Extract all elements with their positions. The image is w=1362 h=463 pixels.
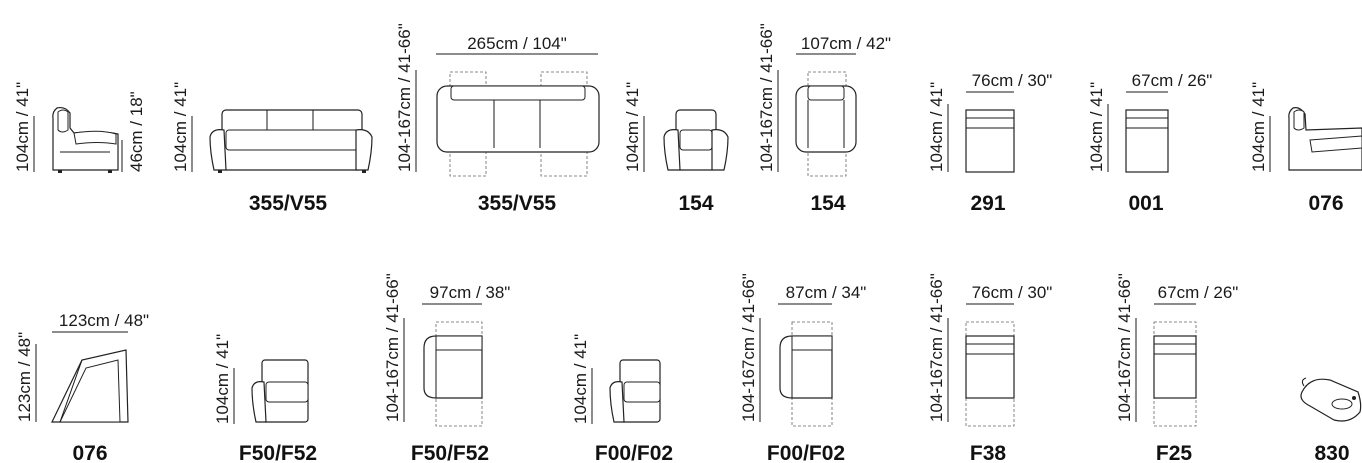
height-label: 104-167cm / 41-66"	[383, 273, 402, 422]
product-code: 154	[678, 192, 713, 215]
sofa-front-view-icon	[251, 359, 309, 423]
item-001-top: 104cm / 41" 67cm / 26" 001	[1087, 71, 1212, 215]
sofa-side-view-icon	[1288, 107, 1362, 171]
width-label: 76cm / 30"	[972, 283, 1053, 302]
width-label: 97cm / 38"	[430, 283, 511, 302]
item-side-view: 104cm / 41" 46cm / 18"	[13, 82, 146, 173]
item-355-v55-top: 104-167cm / 41-66" 265cm / 104" 355/V55	[395, 23, 600, 215]
width-label: 76cm / 30"	[972, 71, 1053, 90]
product-code: F00/F02	[767, 442, 845, 463]
product-code: F38	[970, 442, 1007, 463]
height-label: 104-167cm / 41-66"	[739, 273, 758, 422]
height-label: 104cm / 41"	[927, 82, 946, 172]
height-label: 104cm / 41"	[1087, 82, 1106, 172]
height-label: 104cm / 41"	[213, 334, 232, 424]
sofa-top-view-icon	[795, 71, 857, 177]
sofa-front-view-icon	[209, 109, 373, 173]
item-076-top: 123cm / 48" 123cm / 48" 076	[15, 311, 149, 463]
item-f00-f02-front: 104cm / 41" F00/F02	[571, 334, 673, 463]
sofa-top-view-icon	[423, 321, 483, 427]
width-label: 107cm / 42"	[801, 34, 891, 53]
sofa-top-view-icon	[1125, 109, 1169, 173]
width-label: 67cm / 26"	[1158, 283, 1239, 302]
item-076-side: 104cm / 41" 076	[1249, 82, 1362, 215]
height-label: 104cm / 41"	[13, 82, 32, 172]
sofa-front-view-icon	[663, 109, 729, 171]
width-label: 87cm / 34"	[786, 283, 867, 302]
height-label: 104cm / 41"	[623, 82, 642, 172]
sofa-top-view-icon	[779, 321, 833, 427]
item-154-top: 104-167cm / 41-66" 107cm / 42" 154	[757, 23, 891, 215]
product-code: 291	[970, 192, 1005, 215]
sofa-front-view-icon	[609, 359, 661, 423]
height-label: 104-167cm / 41-66"	[757, 23, 776, 172]
product-code: F00/F02	[595, 442, 673, 463]
item-154-front: 104cm / 41" 154	[623, 82, 729, 215]
product-code: 355/V55	[249, 192, 328, 215]
product-code: F50/F52	[411, 442, 489, 463]
width-label: 67cm / 26"	[1132, 71, 1213, 90]
height-label: 104cm / 41"	[571, 334, 590, 424]
sofa-top-view-icon	[51, 349, 129, 423]
height-label: 123cm / 48"	[15, 332, 34, 422]
sofa-top-view-icon	[436, 71, 600, 177]
item-f50-f52-top: 104-167cm / 41-66" 97cm / 38" F50/F52	[383, 273, 510, 463]
sofa-top-view-icon	[965, 321, 1015, 427]
item-291-top: 104cm / 41" 76cm / 30" 291	[927, 71, 1052, 215]
item-830-remote: 830	[1300, 377, 1362, 463]
sofa-top-view-icon	[965, 109, 1015, 173]
width-label: 265cm / 104"	[467, 34, 567, 53]
remote-control-icon	[1300, 377, 1362, 422]
height-label: 104-167cm / 41-66"	[927, 273, 946, 422]
product-code: 076	[72, 442, 107, 463]
height-label: 104-167cm / 41-66"	[395, 23, 414, 172]
height-label: 104cm / 41"	[1249, 82, 1268, 172]
product-code: 355/V55	[478, 192, 557, 215]
item-f00-f02-top: 104-167cm / 41-66" 87cm / 34" F00/F02	[739, 273, 866, 463]
product-code: 076	[1308, 192, 1343, 215]
product-code: F25	[1156, 442, 1193, 463]
product-code: 830	[1314, 442, 1349, 463]
item-f50-f52-front: 104cm / 41" F50/F52	[213, 334, 317, 463]
product-code: 154	[810, 192, 845, 215]
sofa-top-view-icon	[1153, 321, 1197, 427]
item-f38-top: 104-167cm / 41-66" 76cm / 30" F38	[927, 273, 1052, 463]
product-code: F50/F52	[239, 442, 317, 463]
item-f25-top: 104-167cm / 41-66" 67cm / 26" F25	[1115, 273, 1238, 463]
seat-height-label: 46cm / 18"	[127, 91, 146, 172]
height-label: 104cm / 41"	[171, 82, 190, 172]
height-label: 104-167cm / 41-66"	[1115, 273, 1134, 422]
item-355-v55-front: 104cm / 41" 355/V55	[171, 82, 373, 215]
sofa-side-view-icon	[52, 106, 119, 173]
width-label: 123cm / 48"	[59, 311, 149, 330]
product-code: 001	[1128, 192, 1163, 215]
